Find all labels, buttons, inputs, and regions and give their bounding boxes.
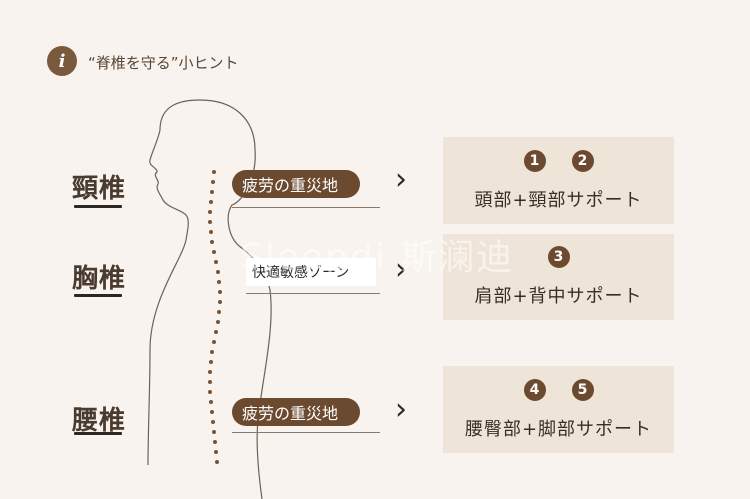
info-icon: i bbox=[47, 46, 77, 76]
number-badge: 3 bbox=[547, 246, 570, 268]
panel-text: 腰臀部+脚部サポート bbox=[464, 418, 653, 440]
vertebra-underline bbox=[74, 294, 122, 297]
panel-text: 肩部+背中サポート bbox=[474, 286, 643, 307]
spine-dots bbox=[208, 170, 222, 464]
tag-divider bbox=[232, 207, 380, 208]
tag-divider bbox=[246, 293, 380, 294]
vertebra-underline bbox=[74, 432, 122, 435]
tag-divider bbox=[232, 432, 380, 433]
fatigue-tag: 疲劳の重災地 bbox=[232, 398, 360, 426]
number-badge: 4 bbox=[523, 378, 546, 401]
fatigue-tag: 疲劳の重災地 bbox=[232, 170, 360, 198]
watermark: Sleepdi 斯澜迪 bbox=[240, 237, 515, 278]
number-badge: 5 bbox=[571, 378, 594, 401]
vertebra-label-thoracic: 胸椎 bbox=[72, 264, 127, 294]
tip-title: “脊椎を守る”小ヒント bbox=[88, 54, 239, 72]
support-panel-head-neck: 1 2 頭部+頸部サポート bbox=[443, 137, 674, 224]
chevron-right-icon: › bbox=[395, 252, 407, 287]
number-badge: 1 bbox=[523, 149, 546, 172]
vertebra-label-lumbar: 腰椎 bbox=[72, 406, 127, 436]
panel-text: 頭部+頸部サポート bbox=[474, 189, 643, 211]
number-badge: 2 bbox=[571, 149, 594, 172]
comfort-tag: 快適敏感ゾーン bbox=[246, 258, 376, 286]
vertebra-underline bbox=[74, 205, 122, 208]
vertebra-label-cervical: 頸椎 bbox=[72, 174, 127, 204]
support-panel-shoulder-back: 3 肩部+背中サポート bbox=[443, 234, 674, 320]
chevron-right-icon: › bbox=[395, 162, 407, 197]
support-panel-hip-leg: 4 5 腰臀部+脚部サポート bbox=[443, 366, 674, 453]
chevron-right-icon: › bbox=[395, 392, 407, 427]
